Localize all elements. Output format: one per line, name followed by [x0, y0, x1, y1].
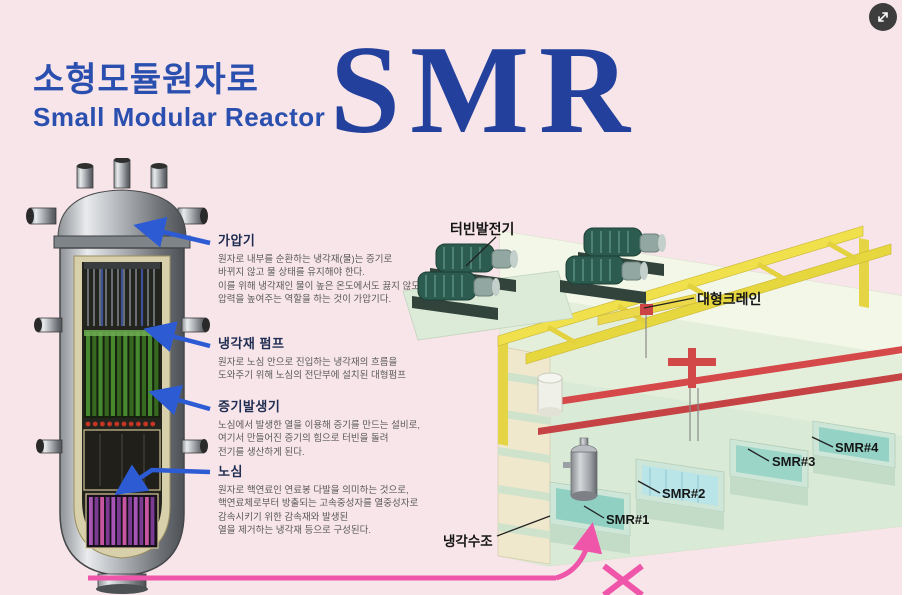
smr-pool-4 [812, 420, 896, 486]
page-title-korean: 소형모듈원자로 [33, 61, 259, 99]
expand-button[interactable] [869, 3, 897, 31]
annotation-pressurizer-body: 원자로 내부를 순환하는 냉각재(물)는 증기로 바뀌지 않고 물 상태를 유지… [218, 254, 429, 305]
annotation-core-title: 노심 [218, 464, 243, 479]
annotation-pressurizer: 가압기 원자로 내부를 순환하는 냉각재(물)는 증기로 바뀌지 않고 물 상태… [218, 230, 433, 306]
label-smr-4: SMR#4 [835, 440, 879, 455]
annotation-coolant-pump: 냉각재 펌프 원자로 노심 안으로 진입하는 냉각재의 흐름을 도와주기 위해 … [218, 333, 433, 383]
building-floor-shelves [497, 345, 551, 565]
annotation-coolant-pump-body: 원자로 노심 안으로 진입하는 냉각재의 흐름을 도와주기 위해 노심의 전단부… [218, 357, 406, 382]
smr-plant-illustration [402, 225, 902, 567]
label-large-crane: 대형크레인 [697, 291, 762, 307]
annotation-core-body: 원자로 핵연료인 연료봉 다발을 의미하는 것으로, 핵연료체로부터 방출되는 … [218, 485, 419, 536]
seal-row [85, 421, 156, 427]
reactor-core-purple [85, 493, 159, 549]
storage-tank [537, 372, 563, 417]
label-smr-3: SMR#3 [772, 454, 816, 469]
label-cooling-pool: 냉각수조 [443, 534, 493, 549]
annotation-coolant-pump-title: 냉각재 펌프 [218, 336, 285, 351]
expand-icon [878, 12, 888, 22]
label-smr-1: SMR#1 [606, 512, 650, 527]
reactor-module [563, 437, 598, 501]
control-rod-drives [76, 158, 168, 189]
annotation-steam-generator: 증기발생기 노심에서 발생한 열을 이용해 증기를 만드는 설비로, 여기서 만… [218, 396, 433, 459]
annotation-pressurizer-title: 가압기 [218, 233, 256, 248]
turbine-generator-unit [560, 255, 648, 304]
page-title-english: Small Modular Reactor [33, 102, 326, 132]
annotation-steam-generator-body: 노심에서 발생한 열을 이용해 증기를 만드는 설비로, 여기서 만들어진 증기… [218, 420, 421, 458]
smr-pool-2 [635, 458, 725, 530]
label-smr-2: SMR#2 [662, 486, 706, 501]
red-crane-rails [538, 346, 902, 441]
fuel-assembly-green [84, 330, 160, 418]
turbine-generator-unit [412, 271, 500, 320]
label-turbine-generator: 터빈발전기 [450, 221, 515, 237]
smr-acronym: SMR [330, 21, 640, 160]
annotation-steam-generator-title: 증기발생기 [218, 399, 281, 414]
reactor-cutaway-illustration [26, 158, 210, 594]
annotation-core: 노심 원자로 핵연료인 연료봉 다발을 의미하는 것으로, 핵연료체로부터 방출… [218, 461, 433, 537]
